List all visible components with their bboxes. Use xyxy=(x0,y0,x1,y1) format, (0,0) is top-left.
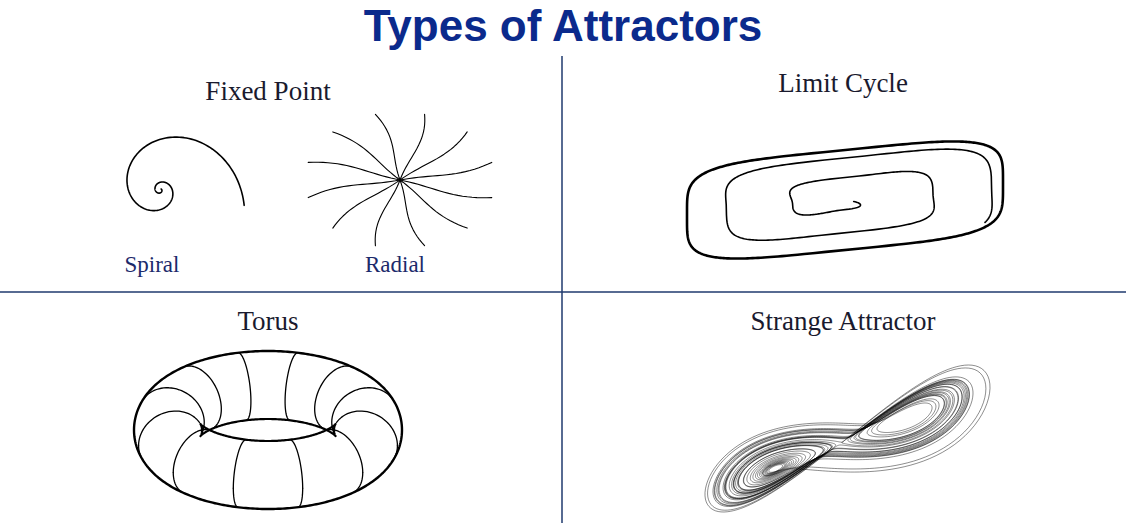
limit-cycle-orbit xyxy=(687,141,1003,258)
torus-hole xyxy=(200,419,335,441)
attractor-label: Limit Cycle xyxy=(778,68,908,98)
radial-trajectory xyxy=(308,180,400,198)
torus-figure xyxy=(134,351,402,509)
radial-trajectory xyxy=(400,114,425,180)
torus-meridian xyxy=(239,353,251,420)
torus-meridian xyxy=(315,366,352,428)
torus-meridian xyxy=(173,430,210,473)
torus-meridian xyxy=(233,440,245,488)
torus-meridian xyxy=(285,353,297,420)
torus-meridian xyxy=(337,411,398,446)
torus-outline xyxy=(134,351,402,509)
radial-figure xyxy=(308,114,492,245)
radial-trajectory xyxy=(400,180,425,246)
torus-meridian xyxy=(354,473,362,492)
attractor-label: Strange Attractor xyxy=(750,306,935,336)
torus-meridian xyxy=(298,488,302,507)
divider-line xyxy=(0,291,1126,293)
strange-attractor-figure xyxy=(705,365,990,512)
radial-trajectory xyxy=(308,162,400,180)
torus-meridian xyxy=(173,473,181,492)
diagram-title: Types of Attractors xyxy=(364,2,763,50)
torus-meridian xyxy=(326,430,363,473)
radial-trajectory xyxy=(400,180,467,228)
torus-meridian xyxy=(395,446,398,457)
spiral-figure xyxy=(127,137,244,211)
limit-cycle-figure xyxy=(687,141,1003,258)
torus-meridian xyxy=(185,366,222,428)
torus-meridian xyxy=(139,411,200,446)
radial-trajectory xyxy=(400,180,492,198)
torus-meridian xyxy=(233,488,237,507)
spiral-curve xyxy=(127,137,244,211)
attractor-label: Fixed Point xyxy=(205,76,330,106)
torus-meridian xyxy=(139,446,142,457)
lorenz-trajectory xyxy=(705,365,990,512)
radial-trajectory xyxy=(333,132,400,180)
sub-type-label: Radial xyxy=(365,252,425,278)
sub-type-label: Spiral xyxy=(125,252,180,278)
radial-trajectory xyxy=(375,180,400,246)
divider-line xyxy=(561,56,563,523)
attractor-label: Torus xyxy=(237,306,298,336)
radial-trajectory xyxy=(375,114,400,180)
torus-meridian xyxy=(291,440,303,488)
radial-trajectory xyxy=(400,162,492,180)
approach-spiral xyxy=(726,149,992,240)
